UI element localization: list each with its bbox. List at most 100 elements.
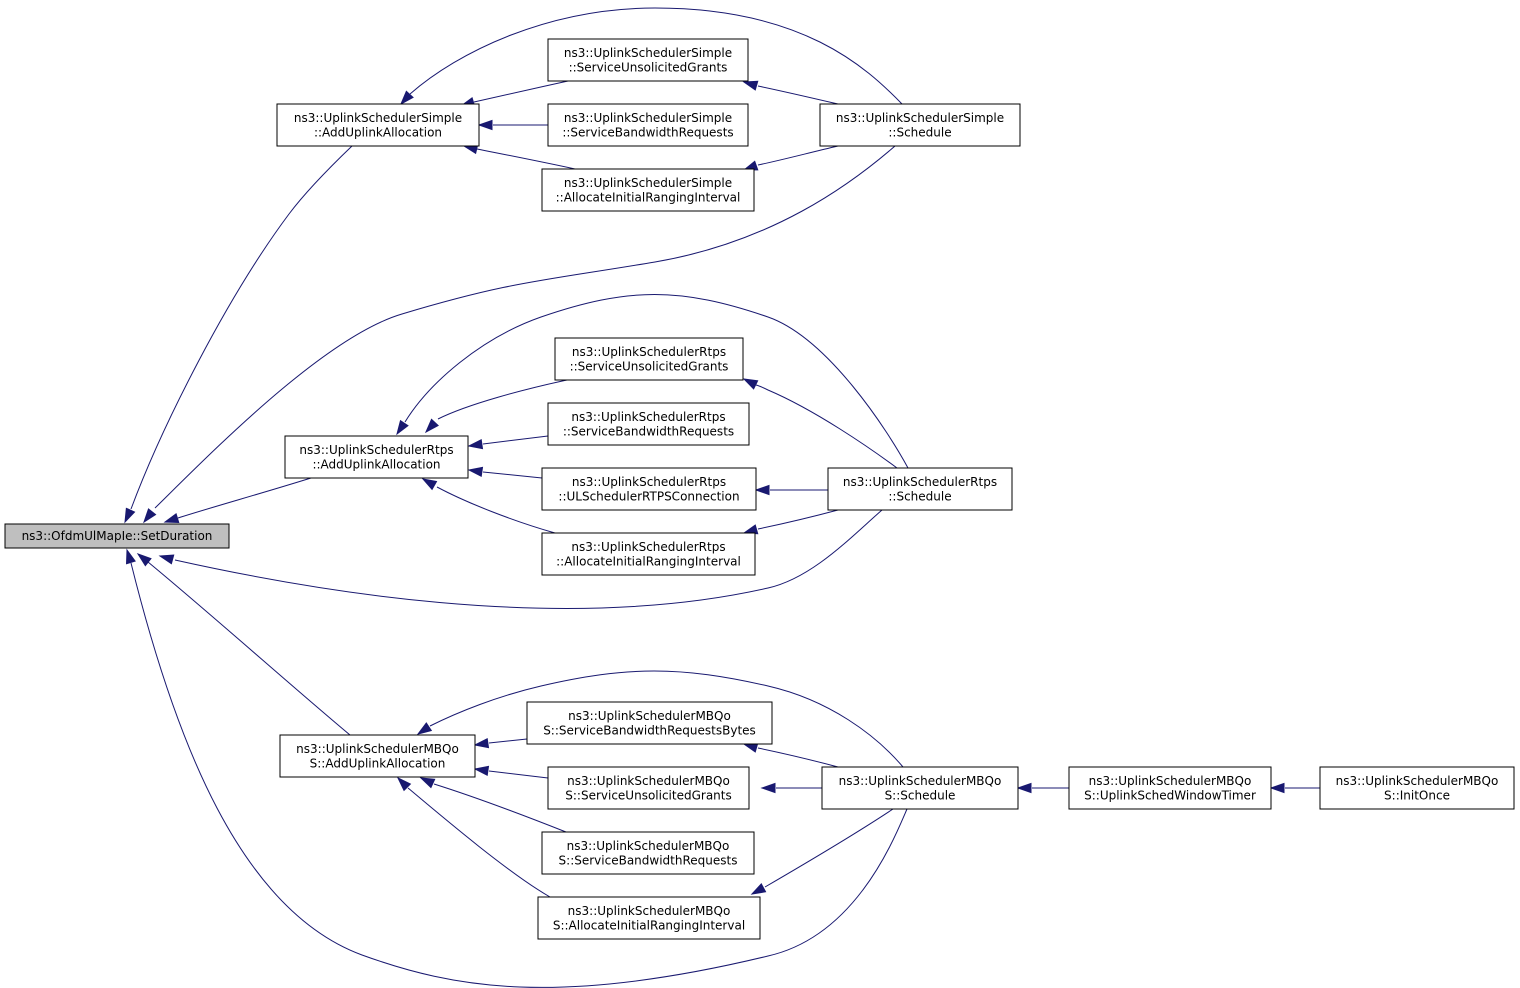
node-simple-sbr[interactable]: ns3::UplinkSchedulerSimple::ServiceBandw…	[547, 103, 749, 147]
node-rtps-sbr[interactable]: ns3::UplinkSchedulerRtps::ServiceBandwid…	[547, 402, 750, 446]
node-box	[4, 523, 230, 549]
node-rtps-ulconn[interactable]: ns3::UplinkSchedulerRtps::ULSchedulerRTP…	[541, 467, 757, 511]
node-mbqos-sbr[interactable]: ns3::UplinkSchedulerMBQoS::ServiceBandwi…	[541, 831, 755, 875]
node-box	[1068, 766, 1272, 810]
node-label-line: ns3::UplinkSchedulerRtps	[571, 410, 725, 424]
arrowhead-icon	[742, 742, 759, 753]
edge-line	[174, 509, 883, 609]
edge-line	[757, 145, 839, 166]
arrowhead-icon	[1016, 782, 1032, 794]
arrowhead-icon	[742, 80, 759, 91]
node-label-line: S::InitOnce	[1384, 788, 1450, 802]
edge-rtps_sched-to-rtps_add	[396, 294, 909, 469]
edge-line	[154, 145, 896, 509]
node-label-line: ::AddUplinkAllocation	[312, 457, 440, 471]
node-label-line: S::AddUplinkAllocation	[310, 756, 446, 770]
node-label-line: ns3::UplinkSchedulerRtps	[299, 443, 453, 457]
node-label-line: S::Schedule	[885, 788, 956, 802]
arrowhead-icon	[742, 524, 759, 535]
edge-simple_airi-to-simple_add	[462, 143, 576, 170]
node-label-line: ns3::UplinkSchedulerSimple	[836, 111, 1004, 125]
node-simple-sug[interactable]: ns3::UplinkSchedulerSimple::ServiceUnsol…	[547, 38, 749, 82]
edge-rtps_sbr-to-rtps_add	[467, 435, 549, 450]
arrowhead-icon	[416, 722, 433, 735]
node-set-duration[interactable]: ns3::OfdmUlMapIe::SetDuration	[4, 523, 230, 549]
edge-line	[755, 384, 898, 469]
node-label-line: S::ServiceBandwidthRequestsBytes	[543, 723, 756, 737]
node-label-line: ns3::UplinkSchedulerRtps	[572, 475, 726, 489]
node-simple-add[interactable]: ns3::UplinkSchedulerSimple::AddUplinkAll…	[276, 103, 480, 147]
edge-rtps_airi-to-rtps_add	[421, 478, 556, 534]
edge-rtps_sched-to-set_duration	[158, 509, 883, 609]
node-simple-sched[interactable]: ns3::UplinkSchedulerSimple::Schedule	[819, 103, 1021, 147]
node-label-line: ::ULSchedulerRTPSConnection	[558, 489, 739, 503]
arrowhead-icon	[467, 466, 484, 478]
node-box	[1319, 766, 1515, 810]
arrowhead-icon	[143, 508, 157, 524]
edge-line	[764, 808, 894, 888]
edge-mbqos_sbrb-to-mbqos_add	[473, 737, 528, 749]
edge-rtps_sched-to-rtps_sug	[742, 378, 898, 469]
node-box	[547, 402, 750, 446]
node-label-line: ::Schedule	[888, 125, 951, 139]
edge-line	[488, 770, 549, 779]
arrowhead-icon	[477, 119, 493, 131]
edge-mbqos_airi-to-mbqos_add	[396, 776, 551, 898]
node-label-line: ns3::UplinkSchedulerRtps	[572, 345, 726, 359]
node-rtps-add[interactable]: ns3::UplinkSchedulerRtps::AddUplinkAlloc…	[284, 435, 469, 479]
edge-mbqos_timer-to-mbqos_sched	[1016, 782, 1069, 794]
node-label-line: S::UplinkSchedWindowTimer	[1084, 788, 1256, 802]
node-box	[276, 103, 480, 147]
edge-mbqos_sched-to-set_duration	[125, 548, 908, 988]
edge-simple_add-to-set_duration	[124, 145, 353, 524]
node-box	[827, 467, 1013, 511]
edge-rtps_sched-to-rtps_airi	[742, 509, 839, 535]
arrowhead-icon	[125, 548, 136, 565]
arrowhead-icon	[399, 90, 414, 106]
edge-simple_sched-to-simple_sug	[742, 80, 839, 105]
node-box	[821, 766, 1019, 810]
edge-simple_sug-to-simple_add	[459, 80, 569, 108]
edge-mbqos_sched-to-mbqos_sbrb	[742, 742, 839, 768]
node-label-line: S::ServiceBandwidthRequests	[559, 853, 738, 867]
node-rtps-sched[interactable]: ns3::UplinkSchedulerRtps::Schedule	[827, 467, 1013, 511]
node-label-line: ns3::UplinkSchedulerMBQo	[1336, 774, 1499, 788]
edge-line	[476, 148, 576, 170]
node-label-line: ns3::UplinkSchedulerRtps	[571, 540, 725, 554]
node-mbqos-timer[interactable]: ns3::UplinkSchedulerMBQoS::UplinkSchedWi…	[1068, 766, 1272, 810]
node-label-line: ns3::UplinkSchedulerSimple	[564, 111, 732, 125]
arrowhead-icon	[750, 883, 767, 895]
arrowhead-icon	[754, 484, 770, 496]
node-rtps-airi[interactable]: ns3::UplinkSchedulerRtps::AllocateInitia…	[541, 532, 756, 576]
edge-line	[429, 670, 904, 768]
edge-mbqos_add-to-set_duration	[136, 553, 351, 736]
node-label-line: ::Schedule	[888, 489, 951, 503]
arrowhead-icon	[760, 782, 776, 794]
arrowhead-icon	[419, 777, 436, 789]
arrowhead-icon	[421, 478, 438, 491]
edge-simple_sched-to-set_duration	[143, 145, 896, 524]
edges-layer	[124, 7, 1320, 988]
node-mbqos-sbrb[interactable]: ns3::UplinkSchedulerMBQoS::ServiceBandwi…	[526, 701, 773, 745]
node-box	[547, 38, 749, 82]
node-box	[526, 701, 773, 745]
node-box	[284, 435, 469, 479]
edge-mbqos_sug-to-mbqos_add	[473, 765, 549, 779]
node-mbqos-add[interactable]: ns3::UplinkSchedulerMBQoS::AddUplinkAllo…	[279, 734, 476, 778]
edge-mbqos_sbr-to-mbqos_add	[419, 777, 567, 833]
node-simple-airi[interactable]: ns3::UplinkSchedulerSimple::AllocateInit…	[541, 168, 755, 212]
node-label-line: ::AllocateInitialRangingInterval	[556, 554, 741, 568]
node-mbqos-airi[interactable]: ns3::UplinkSchedulerMBQoS::AllocateIniti…	[537, 896, 761, 940]
node-mbqos-sug[interactable]: ns3::UplinkSchedulerMBQoS::ServiceUnsoli…	[547, 766, 750, 810]
node-rtps-sug[interactable]: ns3::UplinkSchedulerRtps::ServiceUnsolic…	[554, 337, 744, 381]
edge-line	[757, 747, 839, 768]
edge-line	[437, 379, 568, 420]
node-label-line: ns3::UplinkSchedulerSimple	[564, 46, 732, 60]
arrowhead-icon	[742, 378, 759, 390]
edge-line	[404, 294, 909, 469]
arrowhead-icon	[396, 776, 412, 792]
node-label-line: ::ServiceUnsolicitedGrants	[569, 60, 728, 74]
arrowhead-icon	[396, 419, 409, 436]
